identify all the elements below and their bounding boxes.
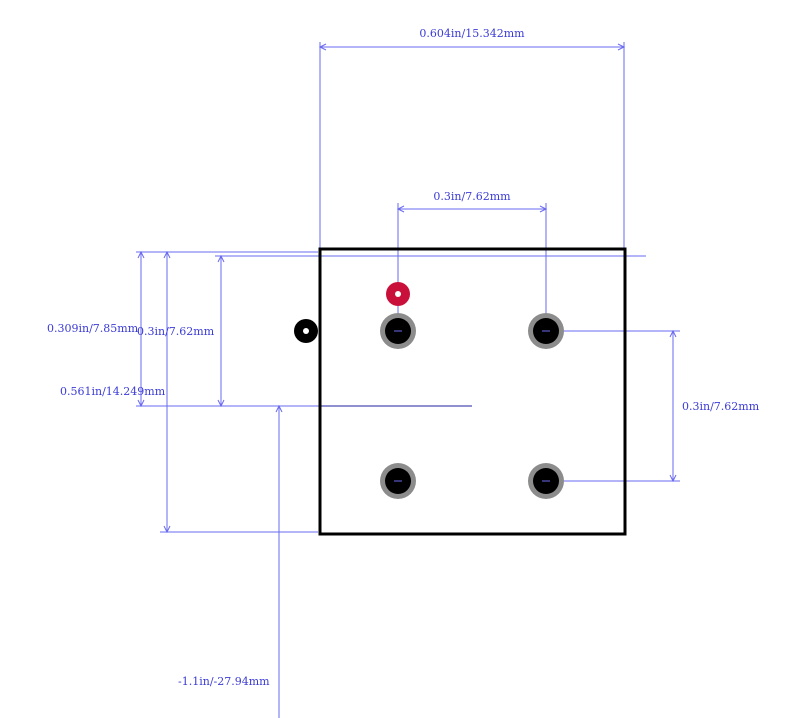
dimension-label-offset-bottom: -1.1in/-27.94mm	[178, 675, 270, 688]
pin1-marker	[386, 282, 410, 306]
dimension-pitch-horizontal: 0.3in/7.62mm	[396, 190, 548, 331]
package-outline	[318, 247, 627, 536]
dimension-left-group: 0.309in/7.85mm 0.3in/7.62mm 0.561in/14.2…	[47, 250, 646, 534]
dimension-label-pitch-horizontal: 0.3in/7.62mm	[433, 190, 511, 203]
pad	[528, 463, 564, 499]
dimension-label-height-inner: 0.3in/7.62mm	[137, 325, 215, 338]
pad	[528, 313, 564, 349]
origin-marker	[294, 319, 318, 343]
dimension-pitch-vertical-right: 0.3in/7.62mm	[546, 329, 760, 483]
pad	[380, 463, 416, 499]
dimension-label-overall-width: 0.604in/15.342mm	[419, 27, 525, 40]
dimension-overall-width: 0.604in/15.342mm	[318, 27, 626, 250]
dimension-label-height-outer: 0.309in/7.85mm	[47, 322, 139, 335]
dimension-label-offset-left: 0.561in/14.249mm	[60, 385, 166, 398]
dimension-offset-bottom: -1.1in/-27.94mm	[178, 404, 283, 718]
pad	[380, 313, 416, 349]
dimension-label-pitch-vertical: 0.3in/7.62mm	[682, 400, 760, 413]
